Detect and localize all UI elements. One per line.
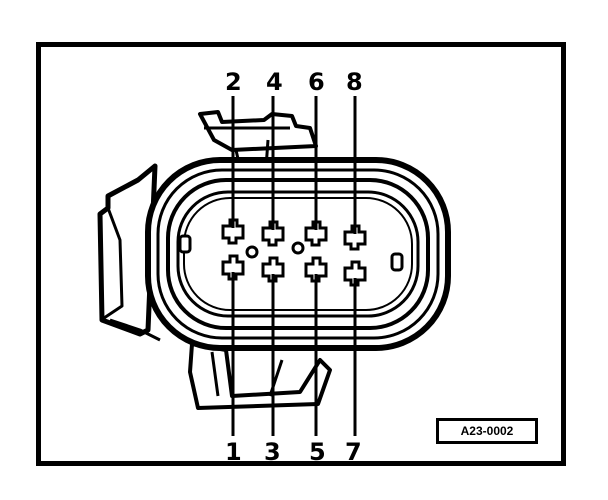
pin-label-5: 5 [309,438,326,466]
pin-terminal-6 [304,220,328,247]
pin-terminal-1 [221,254,245,281]
pin-labels-bottom: 1 3 5 7 [225,438,362,466]
pin-terminal-3 [261,256,285,283]
pin-label-3: 3 [264,438,281,466]
coding-holes [245,241,305,259]
right-key [390,252,404,272]
connector-housing [97,110,332,410]
pin-terminal-8 [343,224,367,251]
pin-label-6: 6 [308,68,325,96]
pin-labels-top: 2 4 6 8 [225,68,363,96]
pin-terminals [221,218,367,287]
pin-terminal-7 [343,260,367,287]
pin-label-8: 8 [346,68,363,96]
left-key [178,234,192,254]
pin-terminal-5 [304,256,328,283]
pin-label-7: 7 [345,438,362,466]
pin-terminal-4 [261,220,285,247]
pin-label-2: 2 [225,68,242,96]
pin-terminal-2 [221,218,245,245]
leader-lines [231,96,357,436]
reference-code: A23-0002 [436,418,538,444]
pin-label-1: 1 [225,438,242,466]
pin-label-4: 4 [266,68,283,96]
